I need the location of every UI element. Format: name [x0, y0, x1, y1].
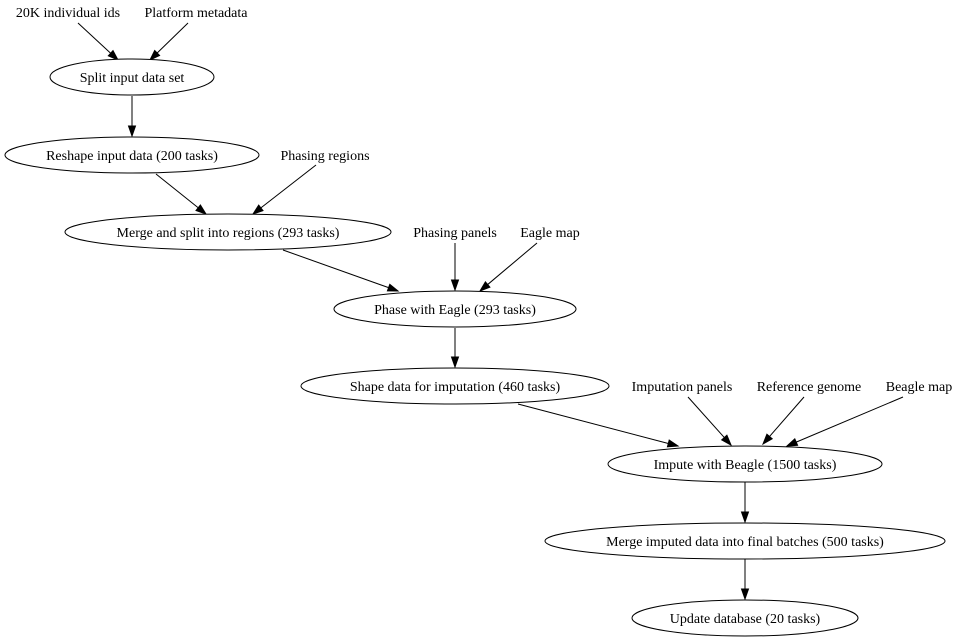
node-ellipse — [300, 367, 610, 405]
node-imputation-panels: Imputation panels — [632, 380, 733, 395]
edge-line — [155, 173, 199, 209]
node-update-db: Update database (20 tasks) — [631, 599, 859, 637]
node-label: Imputation panels — [632, 380, 733, 395]
node-merge-imputed: Merge imputed data into final batches (5… — [544, 522, 946, 560]
edge-line — [260, 164, 317, 209]
arrowhead — [127, 125, 137, 138]
edge-phasing_regions-to-merge_split — [251, 164, 317, 215]
edge-line — [769, 396, 805, 437]
node-platform: Platform metadata — [144, 6, 248, 21]
edge-beagle_map-to-impute_beagle — [785, 396, 904, 447]
edge-line — [687, 396, 725, 438]
arrowhead — [785, 438, 799, 447]
node-label: Merge imputed data into final batches (5… — [606, 535, 884, 550]
edge-platform-to-split — [148, 22, 189, 62]
edge-ids20k-to-split — [77, 22, 120, 62]
edge-line — [796, 396, 904, 443]
node-ellipse — [631, 599, 859, 637]
node-label: Reshape input data (200 tasks) — [46, 149, 218, 164]
node-label: Eagle map — [520, 226, 579, 241]
edge-reference_genome-to-impute_beagle — [762, 396, 805, 446]
edge-split-to-reshape — [127, 96, 137, 138]
arrowhead — [251, 204, 264, 215]
arrowhead — [195, 204, 208, 215]
edge-merge_split-to-phase_eagle — [282, 249, 400, 292]
arrowhead — [148, 49, 161, 62]
node-label: Impute with Beagle (1500 tasks) — [654, 458, 837, 473]
node-label: Merge and split into regions (293 tasks) — [117, 226, 340, 241]
node-ellipse — [49, 58, 215, 96]
node-label: Update database (20 tasks) — [670, 612, 821, 627]
node-eagle-map: Eagle map — [520, 226, 579, 241]
edge-imputation_panels-to-impute_beagle — [687, 396, 733, 447]
edge-line — [156, 22, 189, 54]
node-beagle-map: Beagle map — [886, 380, 952, 395]
arrowhead — [450, 356, 460, 369]
edge-line — [487, 242, 538, 285]
node-shape-imputation: Shape data for imputation (460 tasks) — [300, 367, 610, 405]
node-reshape: Reshape input data (200 tasks) — [4, 136, 260, 174]
node-phasing-regions: Phasing regions — [280, 149, 369, 164]
node-phase-eagle: Phase with Eagle (293 tasks) — [333, 290, 577, 328]
node-ellipse — [333, 290, 577, 328]
edge-line — [77, 22, 111, 54]
node-label: Reference genome — [757, 380, 862, 395]
node-ellipse — [64, 213, 392, 251]
node-ids20k: 20K individual ids — [16, 6, 120, 21]
node-label: Split input data set — [80, 71, 185, 86]
node-ellipse — [544, 522, 946, 560]
node-label: 20K individual ids — [16, 6, 120, 21]
arrowhead — [450, 279, 460, 292]
edge-line — [282, 249, 389, 289]
edge-phasing_panels-to-phase_eagle — [450, 243, 460, 292]
nodes-layer: 20K individual ids Platform metadataSplit… — [4, 6, 952, 637]
arrowhead — [740, 511, 750, 524]
node-ellipse — [4, 136, 260, 174]
edge-shape_imputation-to-impute_beagle — [517, 403, 680, 448]
edge-impute_beagle-to-merge_imputed — [740, 482, 750, 524]
arrowhead — [386, 283, 400, 292]
arrowhead — [666, 439, 680, 448]
node-label: Phasing panels — [413, 226, 497, 241]
arrowhead — [720, 434, 733, 447]
node-reference-genome: Reference genome — [757, 380, 862, 395]
node-label: Shape data for imputation (460 tasks) — [350, 380, 561, 395]
edge-phase_eagle-to-shape_imputation — [450, 328, 460, 369]
arrowhead — [478, 281, 491, 292]
arrowhead — [740, 588, 750, 601]
edge-merge_imputed-to-update_db — [740, 559, 750, 601]
node-merge-split: Merge and split into regions (293 tasks) — [64, 213, 392, 251]
edge-eagle_map-to-phase_eagle — [478, 242, 538, 292]
arrowhead — [762, 433, 774, 446]
node-ellipse — [607, 445, 883, 483]
node-label: Phasing regions — [280, 149, 369, 164]
edge-reshape-to-merge_split — [155, 173, 208, 215]
node-label: Platform metadata — [144, 6, 248, 21]
node-impute-beagle: Impute with Beagle (1500 tasks) — [607, 445, 883, 483]
node-label: Phase with Eagle (293 tasks) — [374, 303, 536, 318]
node-split: Split input data set — [49, 58, 215, 96]
node-phasing-panels: Phasing panels — [413, 226, 497, 241]
node-label: Beagle map — [886, 380, 952, 395]
arrowhead — [107, 49, 120, 62]
edge-line — [517, 403, 669, 444]
edges-layer — [77, 22, 904, 601]
